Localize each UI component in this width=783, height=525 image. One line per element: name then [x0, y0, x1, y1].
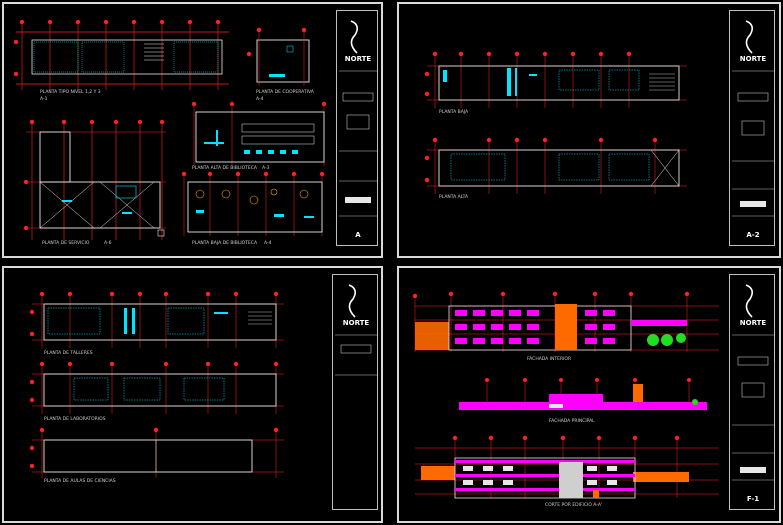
title-block-a3: NORTE [332, 274, 378, 510]
drawing-sheet-f1: FACHADA INTERIOR FACHADA PRINCIPAL [397, 266, 781, 523]
label-planta-tipo-code: A-1 [40, 96, 48, 102]
label-alta-biblio: PLANTA ALTA DE BIBLIOTECA [192, 165, 258, 171]
label-servicio-code: A-6 [104, 240, 112, 246]
plan-laboratorios: PLANTA DE LABORATORIOS [29, 361, 284, 422]
sheet-a2-drawing: PLANTA BAJA PLANTA ALTA [424, 51, 687, 200]
title-block-a2-content: NORTE A-2 [732, 20, 774, 239]
label-cooperativa: PLANTA DE COOPERATIVA [256, 89, 315, 95]
label-planta-baja: PLANTA BAJA [439, 109, 469, 115]
title-block-a1-content: NORTE A [339, 20, 377, 239]
sheet-a3-drawing: PLANTA DE TALLERES PLANTA DE LABORATORIO… [29, 291, 284, 484]
drawing-sheet-a1: PLANTA TIPO NIVEL 1,2 Y 3 A-1 PLANTA DE … [2, 2, 383, 258]
title-block-a3-content: NORTE [335, 284, 377, 376]
label-fachada-principal: FACHADA PRINCIPAL [549, 418, 595, 424]
sheet-number: F-1 [747, 495, 759, 503]
plan-baja: PLANTA BAJA [424, 51, 687, 115]
elevation-fachada-interior: FACHADA INTERIOR [412, 291, 719, 362]
brand-name: NORTE [740, 55, 767, 63]
norte-logo-icon [745, 20, 754, 54]
label-laboratorios: PLANTA DE LABORATORIOS [44, 416, 106, 422]
label-fachada-interior: FACHADA INTERIOR [527, 356, 571, 362]
label-cooperativa-code: A-4 [256, 96, 264, 102]
plan-biblioteca-baja: PLANTA BAJA DE BIBLIOTECA A-4 [181, 171, 325, 246]
sheet-number: A-2 [746, 231, 759, 239]
plan-servicio: PLANTA DE SERVICIO A-6 [23, 119, 166, 246]
section-corte: CORTE POR EDIFICIO A-A' [415, 435, 719, 508]
label-corte: CORTE POR EDIFICIO A-A' [545, 502, 602, 508]
plan-alta: PLANTA ALTA [424, 137, 687, 200]
title-block-a2: NORTE A-2 [729, 10, 775, 246]
plan-talleres: PLANTA DE TALLERES [29, 291, 284, 356]
label-talleres: PLANTA DE TALLERES [44, 350, 93, 356]
label-planta-tipo: PLANTA TIPO NIVEL 1,2 Y 3 [40, 89, 101, 95]
label-baja-biblio-code: A-4 [264, 240, 272, 246]
title-block-f1: NORTE F-1 [729, 274, 775, 510]
plan-tipo: PLANTA TIPO NIVEL 1,2 Y 3 A-1 [13, 19, 229, 102]
brand-name: NORTE [343, 319, 370, 327]
drawing-sheet-a2: PLANTA BAJA PLANTA ALTA NORTE [397, 2, 781, 258]
label-baja-biblio: PLANTA BAJA DE BIBLIOTECA [192, 240, 258, 246]
label-servicio: PLANTA DE SERVICIO [42, 240, 90, 246]
drawing-sheet-a3: PLANTA DE TALLERES PLANTA DE LABORATORIO… [2, 266, 383, 523]
norte-logo-icon [350, 20, 359, 54]
title-block-f1-content: NORTE F-1 [732, 284, 774, 503]
title-block-a1: NORTE A [336, 10, 378, 246]
label-planta-alta: PLANTA ALTA [439, 194, 469, 200]
sheet-f1-drawing: FACHADA INTERIOR FACHADA PRINCIPAL [412, 291, 719, 508]
elevation-fachada-principal: FACHADA PRINCIPAL [459, 378, 707, 424]
brand-name: NORTE [740, 319, 767, 327]
label-alta-biblio-code: A-3 [262, 165, 270, 171]
norte-logo-icon [348, 284, 357, 318]
sheet-number: A [355, 231, 361, 239]
label-aulas: PLANTA DE AULAS DE CIENCIAS [44, 478, 116, 484]
plan-aulas-ciencias: PLANTA DE AULAS DE CIENCIAS [29, 427, 284, 484]
plan-biblioteca-alta: PLANTA ALTA DE BIBLIOTECA A-3 [191, 101, 327, 171]
plan-cooperativa: PLANTA DE COOPERATIVA A-4 [246, 27, 315, 102]
brand-name: NORTE [345, 55, 372, 63]
sheet-a1-drawing: PLANTA TIPO NIVEL 1,2 Y 3 A-1 PLANTA DE … [13, 19, 327, 246]
norte-logo-icon [745, 284, 754, 318]
